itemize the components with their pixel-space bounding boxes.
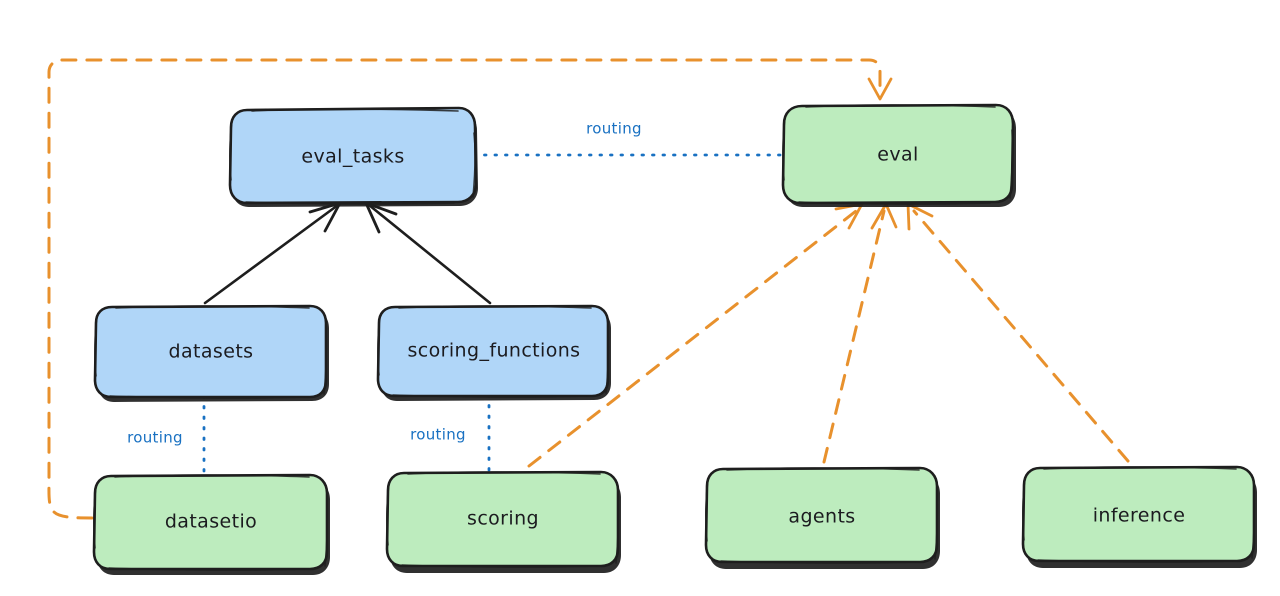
node-inference-label: inference <box>1093 505 1186 527</box>
arrowhead-inference-into-eval <box>906 202 934 231</box>
node-datasets[interactable]: datasets <box>93 304 329 402</box>
node-datasetio-sketch-stroke <box>93 474 329 571</box>
node-datasets-label: datasets <box>169 341 254 363</box>
node-datasetio-label: datasetio <box>165 511 257 533</box>
node-eval-label: eval <box>877 144 918 166</box>
node-inference-sketch-stroke <box>1022 466 1256 563</box>
node-agents[interactable]: agents <box>704 466 940 569</box>
arrowhead-into-eval-top <box>867 77 893 101</box>
edge-datasets-to-eval_tasks-wrap <box>203 201 342 305</box>
edge-scoring_functions-to-eval_tasks-wrap <box>364 201 492 305</box>
node-scoring_functions-label: scoring_functions <box>408 340 581 362</box>
node-scoring_functions[interactable]: scoring_functions <box>376 304 611 401</box>
edge-scoring_functions-to-scoring-wrap: routing <box>410 393 491 476</box>
node-eval-sketch-stroke <box>782 104 1014 205</box>
node-eval_tasks-label: eval_tasks <box>301 146 404 168</box>
edge-inference-to-eval-wrap <box>906 202 1130 463</box>
edge-agents-to-eval-wrap <box>822 202 898 464</box>
node-scoring-sketch-stroke <box>386 471 620 568</box>
node-eval[interactable]: eval <box>781 103 1016 207</box>
node-scoring[interactable]: scoring <box>385 470 621 573</box>
node-agents-sketch-stroke <box>705 467 939 564</box>
node-scoring_functions-sketch-stroke <box>377 305 610 398</box>
edge-scoring_functions-to-eval_tasks[interactable] <box>367 203 492 305</box>
edge-label-routing-scoring_functions-scoring: routing <box>410 426 466 444</box>
edge-eval_tasks-to-eval-wrap: routing <box>472 120 788 157</box>
edge-datasetio-to-eval-wrap <box>47 58 893 520</box>
edge-scoring-to-eval[interactable] <box>527 209 858 468</box>
node-datasetio[interactable]: datasetio <box>92 473 330 575</box>
node-agents-label: agents <box>788 506 855 528</box>
edge-label-routing-datasets-datasetio: routing <box>127 429 183 447</box>
edge-agents-to-eval[interactable] <box>822 209 886 464</box>
edge-inference-to-eval[interactable] <box>912 209 1130 463</box>
edge-datasetio-to-eval[interactable] <box>47 58 882 520</box>
node-eval_tasks[interactable]: eval_tasks <box>228 106 478 207</box>
edge-label-routing-eval_tasks-eval: routing <box>586 120 642 138</box>
node-inference[interactable]: inference <box>1021 465 1257 568</box>
node-eval_tasks-sketch-stroke <box>229 108 476 205</box>
node-datasets-sketch-stroke <box>94 305 328 399</box>
node-scoring-label: scoring <box>467 508 539 530</box>
edge-datasets-to-datasetio-wrap: routing <box>127 394 206 479</box>
edge-datasets-to-eval_tasks[interactable] <box>203 203 340 305</box>
